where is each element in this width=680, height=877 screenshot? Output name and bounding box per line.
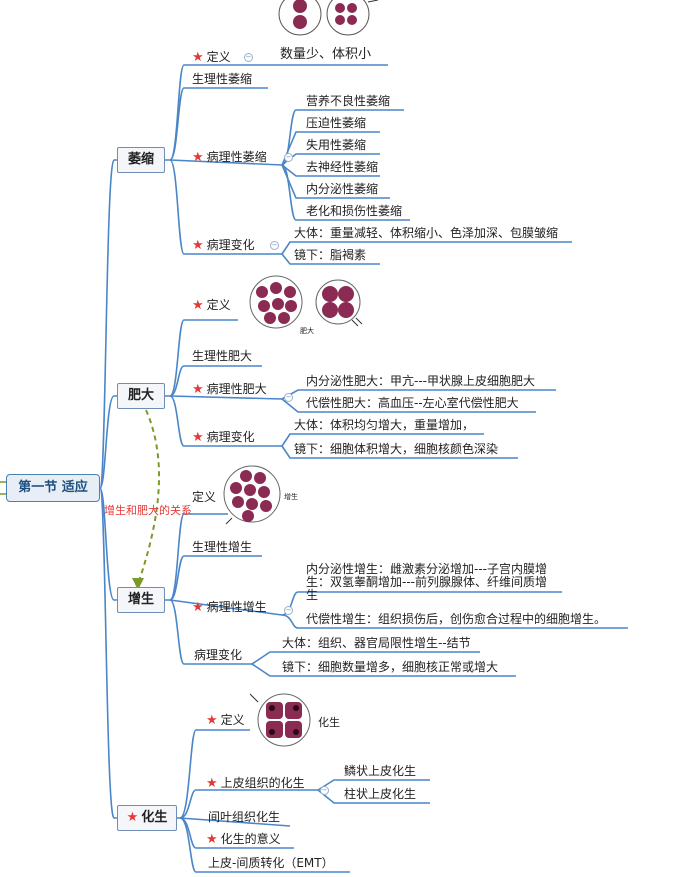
hypertrophy-pathologic-change[interactable]: ★病理变化 [192,430,255,445]
hyperplasia-micro[interactable]: 镜下：细胞数量增多，细胞核正常或增大 [282,660,499,674]
hypertrophy-gross[interactable]: 大体：体积均匀增大，重量增加， [294,418,475,432]
star-icon: ★ [192,50,204,65]
atrophy-type[interactable]: 老化和损伤性萎缩 [306,204,403,218]
star-icon: ★ [192,150,204,165]
hypertrophy-cell-image [249,275,363,329]
star-icon: ★ [192,382,204,397]
atrophy-type[interactable]: 内分泌性萎缩 [306,182,379,196]
hyperplasia-pathologic-change[interactable]: 病理变化 [194,648,243,662]
pathological-atrophy[interactable]: ★病理性萎缩 [192,150,267,165]
pathological-hyperplasia[interactable]: ★病理性增生 [192,600,267,615]
hyperplasia-cell-image [223,465,281,525]
metaplasia-definition[interactable]: ★定义 [206,713,245,728]
hypertrophy-image-label: 肥大 [300,327,314,335]
atrophy-cell-image [278,0,379,36]
node-metaplasia[interactable]: ★化生 [117,805,177,831]
star-icon: ★ [206,776,218,791]
physiological-atrophy[interactable]: 生理性萎缩 [192,72,253,86]
hyperplasia-gross[interactable]: 大体：组织、器官局限性增生--结节 [282,636,471,650]
root-node[interactable]: 第一节 适应 [6,474,100,502]
physiological-hypertrophy[interactable]: 生理性肥大 [192,349,253,363]
atrophy-pathologic-change[interactable]: ★病理变化 [192,238,255,253]
atrophy-micro[interactable]: 镜下：脂褐素 [294,248,367,262]
epithelial-metaplasia[interactable]: ★上皮组织的化生 [206,776,305,791]
collapse-icon[interactable]: − [320,786,329,795]
metaplasia-significance[interactable]: ★化生的意义 [206,832,281,847]
star-icon: ★ [192,238,204,253]
collapse-icon[interactable]: − [284,393,293,402]
hypertrophy-micro[interactable]: 镜下：细胞体积增大，细胞核颜色深染 [294,442,499,456]
collapse-icon[interactable]: − [284,153,293,162]
collapse-icon[interactable]: − [270,241,279,250]
hypertrophy-definition[interactable]: ★定义 [192,298,231,313]
endocrine-hyperplasia[interactable]: 内分泌性增生：雌激素分泌增加---子宫内膜增生：双氢睾酮增加---前列腺腺体、纤… [306,562,547,602]
metaplasia-image-label: 化生 [318,716,340,729]
star-icon: ★ [126,810,139,825]
hypertrophy-type[interactable]: 代偿性肥大：高血压--左心室代偿性肥大 [306,396,519,410]
metaplasia-type[interactable]: 柱状上皮化生 [344,787,417,801]
atrophy-definition[interactable]: ★定义 [192,50,231,65]
star-icon: ★ [192,600,204,615]
emt[interactable]: 上皮-间质转化（EMT） [208,856,334,870]
physiological-hyperplasia[interactable]: 生理性增生 [192,540,253,554]
star-icon: ★ [192,298,204,313]
metaplasia-cell-image [249,693,311,747]
mesenchymal-metaplasia[interactable]: 间叶组织化生 [208,810,281,824]
metaplasia-type[interactable]: 鳞状上皮化生 [344,764,417,778]
collapse-icon[interactable]: − [244,53,253,62]
star-icon: ★ [192,430,204,445]
node-atrophy[interactable]: 萎缩 [117,147,165,173]
star-icon: ★ [206,832,218,847]
star-icon: ★ [206,713,218,728]
atrophy-type[interactable]: 营养不良性萎缩 [306,94,391,108]
relation-label: 增生和肥大的关系 [104,504,192,517]
node-hypertrophy[interactable]: 肥大 [117,383,165,409]
atrophy-gross[interactable]: 大体：重量减轻、体积缩小、色泽加深、包膜皱缩 [294,226,559,240]
pathological-hypertrophy[interactable]: ★病理性肥大 [192,382,267,397]
atrophy-definition-text: 数量少、体积小 [280,47,372,62]
compensatory-hyperplasia[interactable]: 代偿性增生：组织损伤后，创伤愈合过程中的细胞增生。 [306,612,607,626]
atrophy-type[interactable]: 失用性萎缩 [306,138,367,152]
collapse-icon[interactable]: − [284,606,293,615]
hyperplasia-definition[interactable]: 定义 [192,490,217,504]
atrophy-type[interactable]: 去神经性萎缩 [306,160,379,174]
hypertrophy-type[interactable]: 内分泌性肥大：甲亢---甲状腺上皮细胞肥大 [306,374,535,388]
hyperplasia-image-label: 增生 [284,493,298,501]
atrophy-type[interactable]: 压迫性萎缩 [306,116,367,130]
node-hyperplasia[interactable]: 增生 [117,587,165,613]
